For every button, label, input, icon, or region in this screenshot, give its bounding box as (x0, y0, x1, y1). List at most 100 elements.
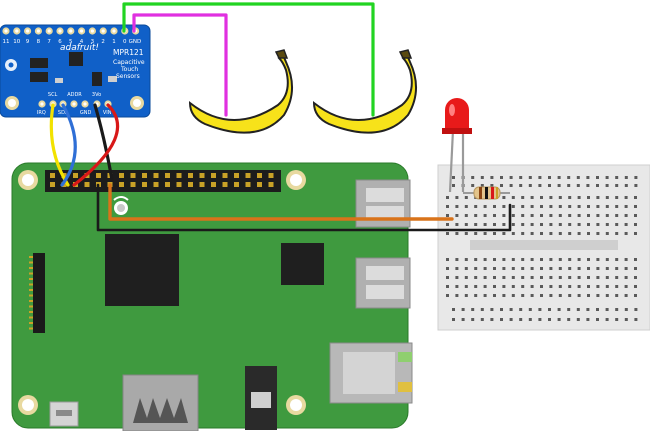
breadboard-hole (446, 258, 449, 261)
gpio-pin (257, 173, 262, 178)
breadboard-hole (567, 184, 571, 187)
breadboard-hole (511, 205, 515, 208)
breadboard-hole (483, 294, 487, 297)
breadboard-hole (577, 267, 581, 270)
breadboard-hole (624, 196, 628, 199)
breadboard-hole (493, 294, 496, 297)
breadboard-hole (480, 318, 484, 321)
breadboard-hole (577, 223, 581, 226)
breadboard-hole (605, 223, 609, 226)
gpio-pin (165, 173, 170, 178)
breadboard-hole (587, 276, 590, 279)
breadboard-hole (576, 318, 580, 321)
breadboard-hole (615, 267, 619, 270)
breadboard-hole (474, 205, 478, 208)
breadboard-hole (521, 285, 525, 288)
breadboard-hole (624, 232, 628, 235)
breadboard-hole (634, 258, 637, 261)
breadboard-hole (568, 223, 572, 226)
breadboard-hole (538, 176, 542, 179)
sensor-pin-label: 1 (112, 39, 116, 45)
breadboard-hole (615, 223, 619, 226)
breadboard-hole (624, 285, 628, 288)
breadboard-hole (549, 196, 553, 199)
gpio-pin (176, 173, 182, 178)
breadboard-hole (634, 223, 637, 226)
breadboard-hole (548, 184, 551, 187)
gpio-pin (153, 182, 159, 187)
breadboard-hole (455, 294, 459, 297)
breadboard-hole (483, 285, 487, 288)
breadboard-hole (509, 184, 513, 187)
breadboard-hole (557, 308, 561, 311)
breadboard-hole (624, 214, 628, 217)
breadboard-hole (558, 196, 562, 199)
black-ground-wire (96, 183, 512, 232)
breadboard-hole (483, 232, 487, 235)
breadboard-hole (480, 176, 484, 179)
breadboard-hole (493, 205, 496, 208)
breadboard-hole (493, 223, 496, 226)
red-wire (72, 103, 119, 187)
gpio-pin (142, 173, 147, 178)
mounting-hole (286, 395, 306, 415)
raspberry-logo-icon (113, 196, 129, 215)
breadboard-hole (446, 223, 449, 226)
breadboard-hole (446, 276, 449, 279)
orange-wire (108, 183, 454, 221)
breadboard-hole (568, 232, 572, 235)
breadboard-hole (521, 223, 525, 226)
gpio-pin (234, 173, 239, 178)
breadboard-hole (500, 318, 503, 321)
breadboard-hole (471, 318, 475, 321)
breadboard-hole (587, 232, 590, 235)
breadboard-hole (549, 267, 553, 270)
breadboard-hole (577, 196, 581, 199)
raspberry-pi-board (11, 162, 413, 431)
gpio-pin (142, 182, 147, 187)
breadboard-hole (576, 308, 580, 311)
breadboard-hole (509, 318, 513, 321)
breadboard-hole (464, 294, 468, 297)
breadboard-hole (521, 267, 525, 270)
breadboard-hole (455, 214, 459, 217)
breadboard-hole (538, 184, 542, 187)
breadboard-hole (586, 308, 590, 311)
breadboard-hole (446, 196, 449, 199)
breadboard-hole (577, 214, 581, 217)
breadboard-hole (500, 184, 503, 187)
breadboard-hole (605, 294, 609, 297)
breadboard-hole (455, 285, 459, 288)
mounting-hole (18, 170, 38, 190)
breadboard-hole (567, 308, 571, 311)
breadboard-hole (577, 285, 581, 288)
breadboard-hole (474, 223, 478, 226)
breadboard-hole (605, 258, 609, 261)
breadboard-hole (490, 184, 494, 187)
breadboard-hole (502, 267, 506, 270)
gpio-pin (188, 182, 193, 187)
breadboard-hole (480, 308, 484, 311)
breadboard-hole (558, 267, 562, 270)
breadboard-hole (521, 294, 525, 297)
breadboard-hole (615, 205, 619, 208)
sensor-pin-label: 9 (26, 39, 30, 45)
breadboard-hole (519, 308, 523, 311)
breadboard-hole (530, 223, 534, 226)
mounting-hole (286, 170, 306, 190)
sensor-pin-label: 0 (123, 39, 127, 45)
breadboard-hole (464, 196, 468, 199)
breadboard-hole (605, 214, 609, 217)
breadboard-hole (452, 318, 455, 321)
breadboard-hole (502, 294, 506, 297)
breadboard-hole (452, 184, 455, 187)
gpio-pin (130, 182, 136, 187)
breadboard-hole (471, 176, 475, 179)
gpio-pin (50, 173, 55, 178)
breadboard-hole (548, 318, 551, 321)
breadboard-hole (528, 176, 532, 179)
breadboard-hole (493, 267, 496, 270)
gpio-pin (222, 182, 228, 187)
breadboard-hole (568, 285, 572, 288)
breadboard-hole (549, 214, 553, 217)
